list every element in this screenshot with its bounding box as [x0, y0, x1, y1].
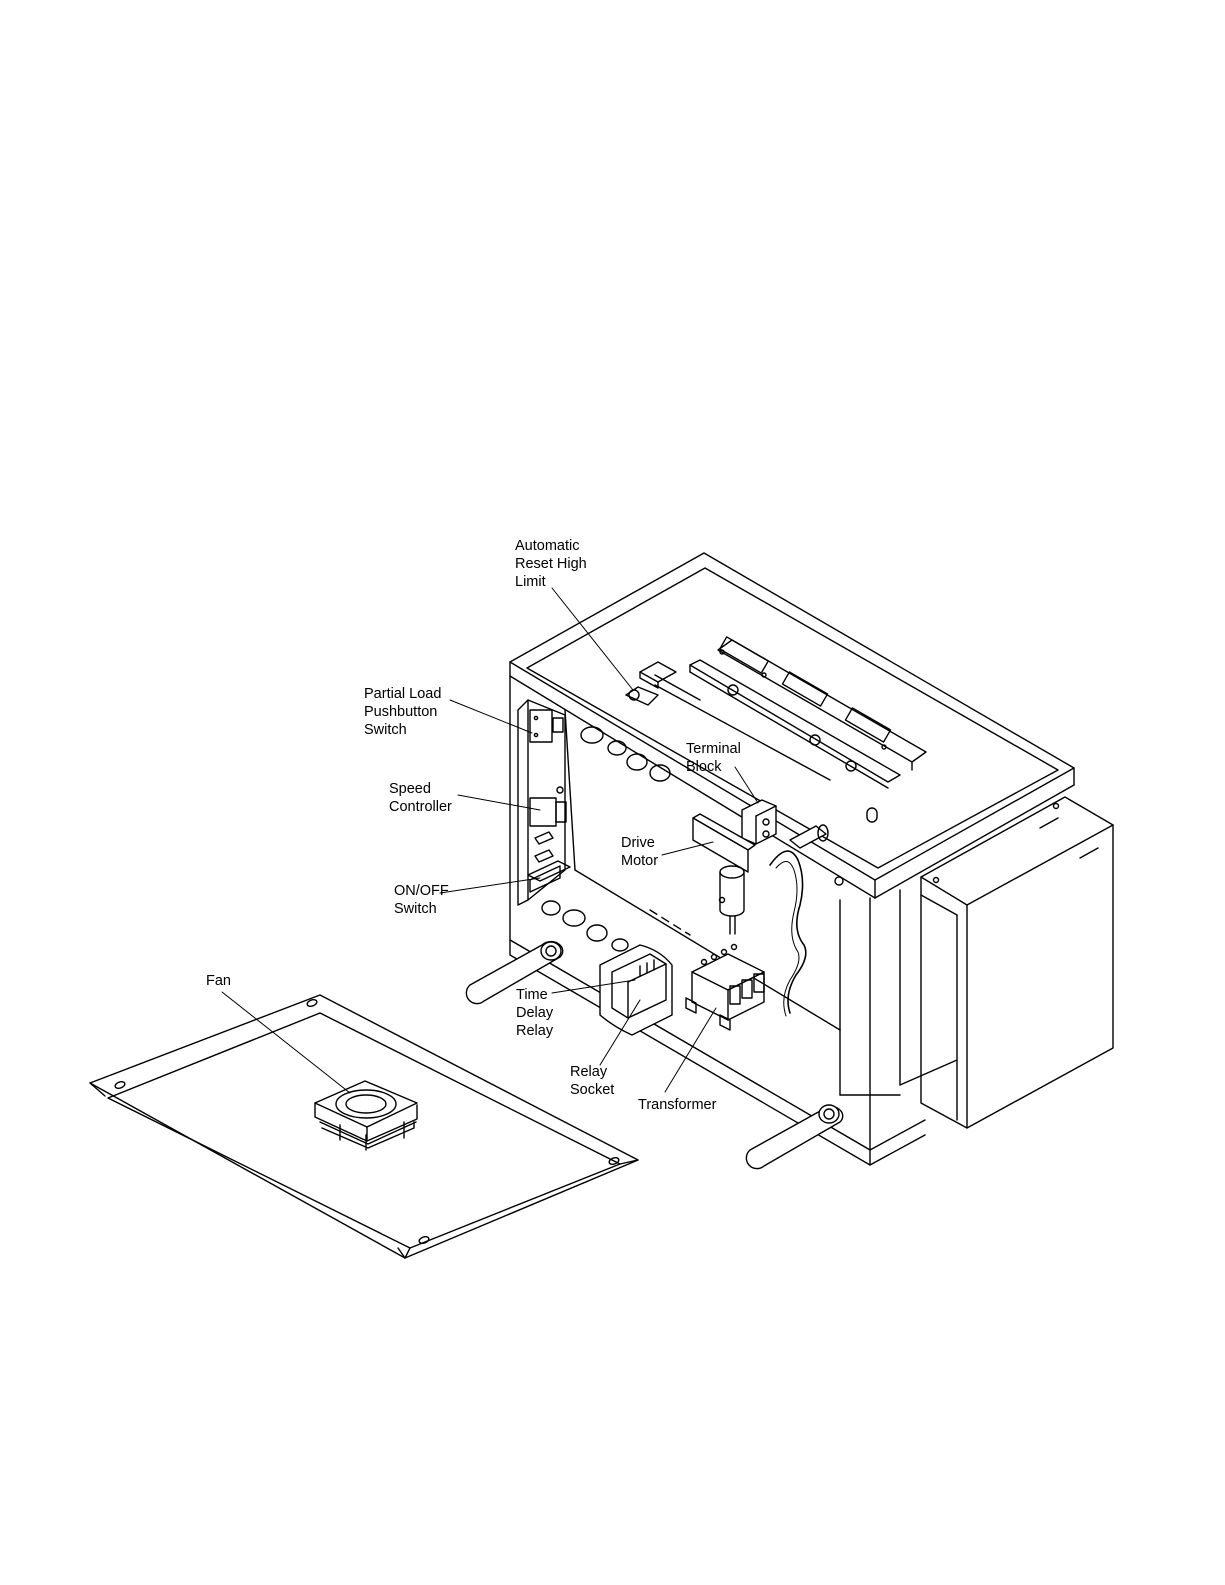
label-partial-load-pushbutton-switch: Partial Load Pushbutton Switch: [364, 685, 441, 739]
label-automatic-reset-high-limit: Automatic Reset High Limit: [515, 537, 587, 591]
bottom-cover-plate: [90, 995, 638, 1258]
terminal-block: [742, 800, 776, 844]
label-speed-controller: Speed Controller: [389, 780, 452, 816]
label-relay-socket: Relay Socket: [570, 1063, 614, 1099]
label-on-off-switch: ON/OFF Switch: [394, 882, 449, 918]
label-fan: Fan: [206, 972, 231, 990]
transformer: [686, 945, 764, 1031]
label-drive-motor: Drive Motor: [621, 834, 658, 870]
label-time-delay-relay: Time Delay Relay: [516, 986, 553, 1040]
label-transformer: Transformer: [638, 1096, 716, 1114]
label-terminal-block: Terminal Block: [686, 740, 741, 776]
time-delay-relay: [600, 945, 672, 1035]
leader-drive-motor: [662, 842, 713, 855]
